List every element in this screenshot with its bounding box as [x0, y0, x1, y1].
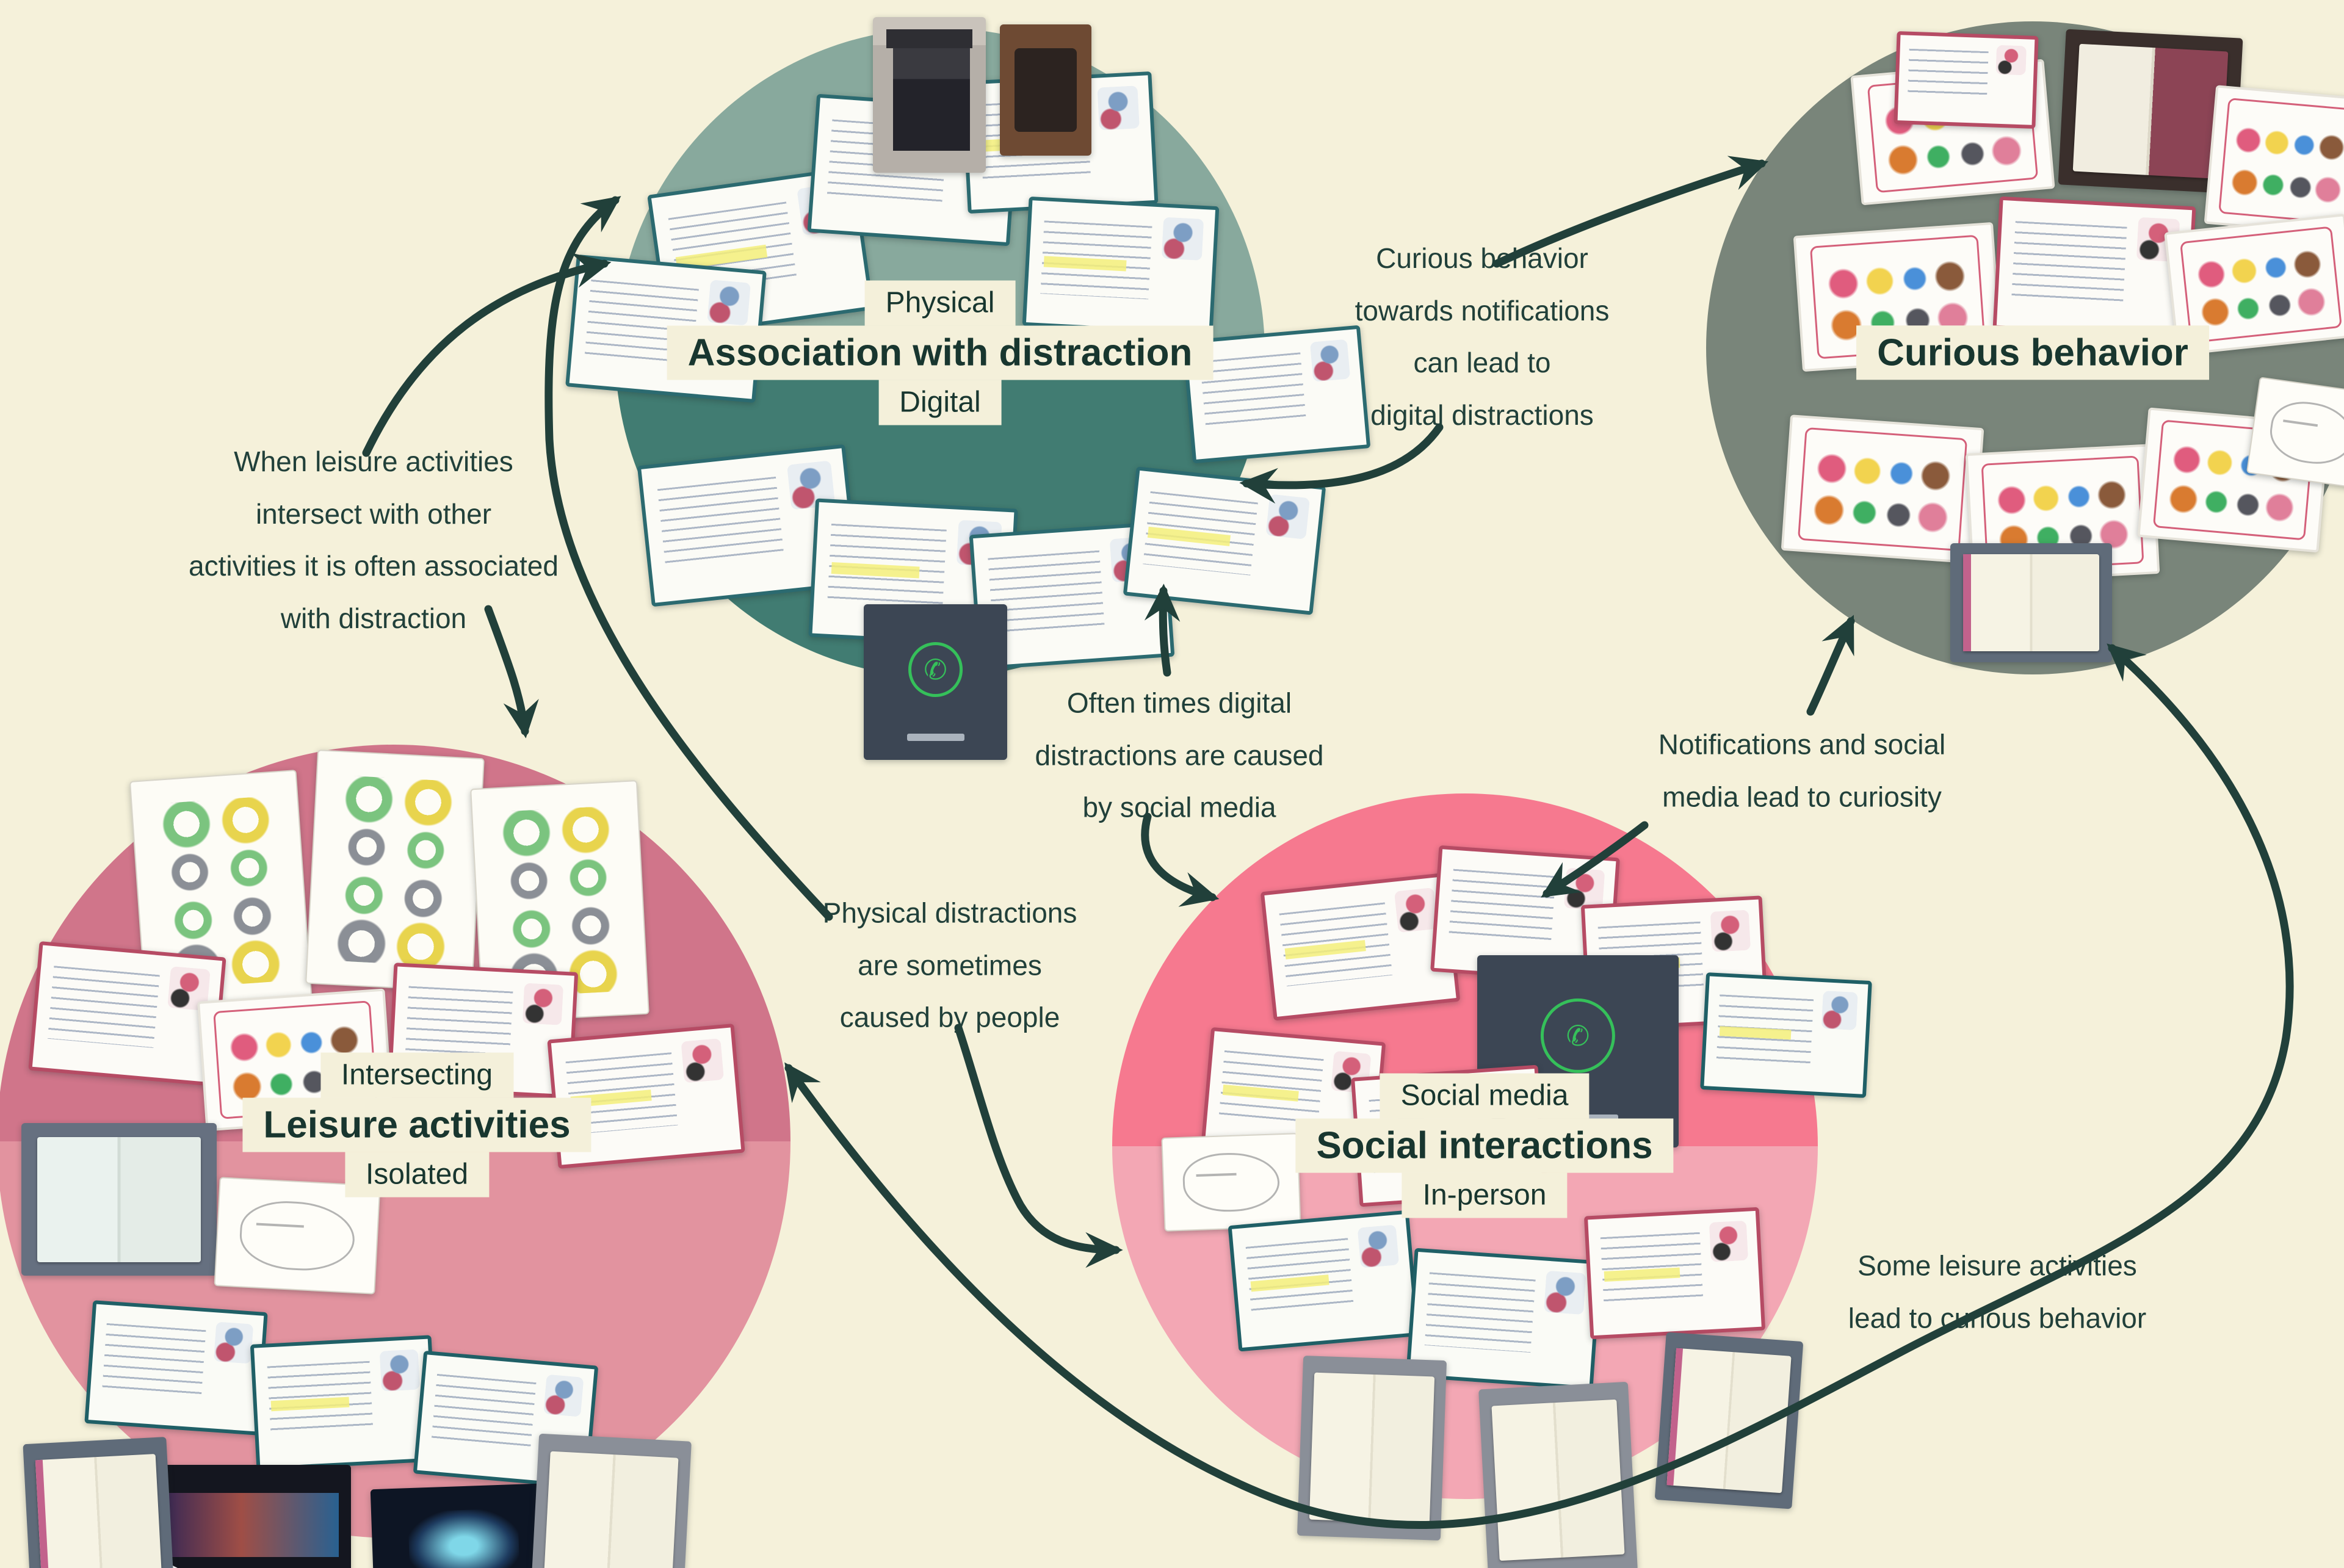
- cluster-sublabel-digital: Digital: [878, 380, 1002, 425]
- cluster-label-leisure: Intersecting Leisure activities Isolated: [242, 1052, 591, 1198]
- annotation-curious-towards: Curious behavior towards notifications c…: [1355, 242, 1610, 431]
- cluster-label-curious: Curious behavior: [1856, 325, 2209, 380]
- held-notebook-photo: [1950, 543, 2112, 662]
- cluster-sublabel-isolated: Isolated: [344, 1152, 490, 1198]
- cluster-title-leisure: Leisure activities: [242, 1097, 591, 1152]
- cluster-sublabel-intersecting: Intersecting: [320, 1052, 514, 1098]
- video-still: ▶: [150, 1465, 351, 1568]
- printer-photo: [873, 17, 986, 173]
- annotation-when-leisure: When leisure activities intersect with o…: [189, 445, 559, 634]
- annotation-often-times: Often times digital distractions are cau…: [1035, 687, 1324, 823]
- notebook-photo: [21, 1123, 217, 1276]
- annotation-some-leisure: Some leisure activities lead to curious …: [1848, 1249, 2147, 1334]
- cluster-sublabel-physical: Physical: [864, 280, 1016, 326]
- cluster-title-curious: Curious behavior: [1856, 325, 2209, 380]
- cube-photo: [1000, 24, 1091, 156]
- annotation-physical-people: Physical distractions are sometimes caus…: [822, 897, 1077, 1033]
- annotation-notifications: Notifications and social media lead to c…: [1658, 728, 1946, 812]
